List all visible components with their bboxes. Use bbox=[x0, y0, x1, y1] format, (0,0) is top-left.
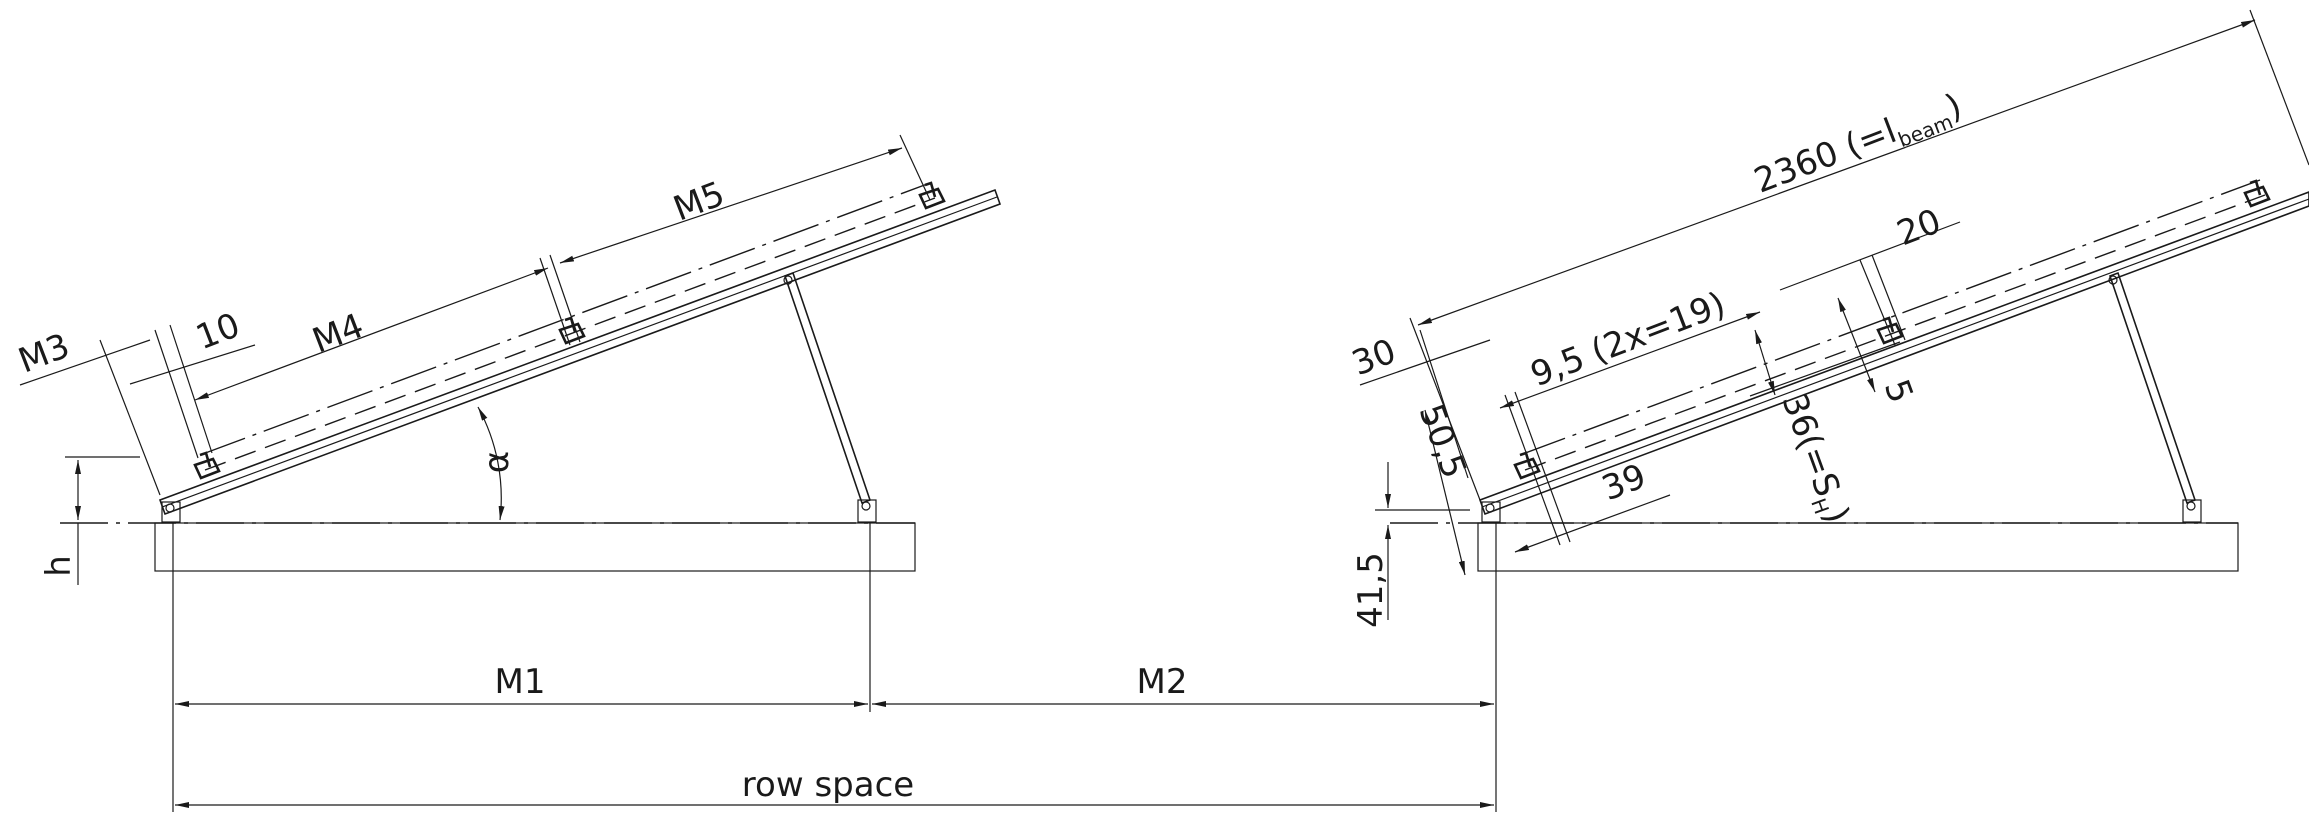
m3-dimension-line bbox=[19, 339, 151, 386]
d9-5-dimension-line bbox=[1499, 311, 1761, 409]
h-label: h bbox=[39, 555, 79, 577]
d5-dimension-line bbox=[1837, 297, 1876, 393]
d30-dimension-line bbox=[1359, 339, 1491, 386]
left-dimensions bbox=[19, 134, 931, 585]
left-strut bbox=[783, 271, 872, 505]
right-foundation bbox=[1477, 522, 2239, 572]
left-foundation bbox=[154, 522, 916, 572]
m5-label: M5 bbox=[668, 174, 730, 230]
d39-label: 39 bbox=[1597, 456, 1652, 509]
alpha-arc bbox=[477, 406, 505, 521]
d9-5-label: 9,5 (2x=19) bbox=[1525, 284, 1731, 395]
d36-dimension-line bbox=[1754, 329, 1776, 396]
m2-label: M2 bbox=[1137, 662, 1188, 702]
right-strut bbox=[2108, 271, 2197, 505]
left-rear-support bbox=[857, 499, 877, 523]
right-rear-support bbox=[2182, 499, 2202, 523]
m1-label: M1 bbox=[495, 662, 546, 702]
left-clamp-middle bbox=[558, 316, 586, 345]
d20-dimension-line bbox=[1779, 221, 1961, 291]
m4-dimension-line bbox=[194, 267, 549, 401]
bottom-dimensions bbox=[172, 522, 1497, 812]
left-front-support bbox=[161, 501, 181, 523]
d2360-label: 2360 (=lbeam) bbox=[1749, 86, 1969, 205]
d20-label: 20 bbox=[1892, 201, 1947, 254]
left-clamp-top bbox=[918, 181, 946, 210]
d2360-dimension-line bbox=[1417, 19, 2256, 326]
m3-label: M3 bbox=[13, 326, 75, 382]
left-strut-pin bbox=[783, 275, 793, 285]
m4-label: M4 bbox=[307, 306, 369, 362]
left-beam-inner bbox=[161, 196, 998, 508]
d30-label: 30 bbox=[1347, 331, 1402, 384]
left-clamp-bottom bbox=[193, 451, 221, 480]
d50-5-dimension-line bbox=[1424, 409, 1466, 576]
right-dimensions bbox=[1359, 9, 2309, 620]
row-space-label: row space bbox=[742, 765, 914, 805]
right-front-support bbox=[1481, 501, 1501, 523]
alpha-label: α bbox=[477, 451, 517, 473]
m5-dimension-line bbox=[559, 147, 903, 264]
d5-label: 5 bbox=[1876, 374, 1921, 408]
left-beam bbox=[158, 188, 1002, 516]
left-rack bbox=[60, 181, 1002, 572]
d50-5-label: 50,5 bbox=[1411, 399, 1474, 484]
d10-dimension-line bbox=[129, 344, 256, 385]
d39-dimension-line bbox=[1514, 494, 1671, 553]
right-clamp-bottom bbox=[1513, 451, 1541, 480]
d41-5-label: 41,5 bbox=[1351, 552, 1391, 628]
d36-label: 36(=SH) bbox=[1770, 388, 1857, 530]
